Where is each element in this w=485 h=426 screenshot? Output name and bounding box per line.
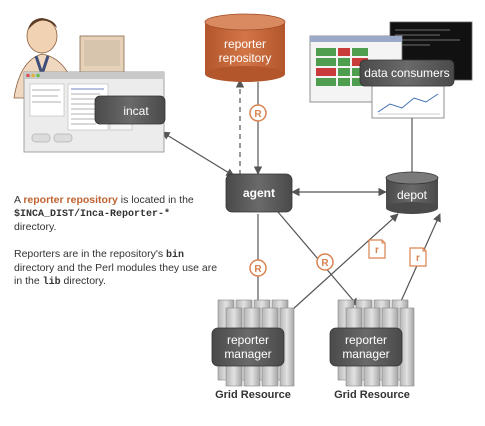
depot-label: depot (397, 188, 428, 202)
data-consumers-node (359, 59, 455, 87)
repository-location-description: A reporter repository is located in the … (14, 194, 219, 234)
reporter-repository-node: reporter repository (204, 13, 286, 82)
grid-resource-2: reporter manager Grid Resource (329, 299, 415, 401)
repository-label-line1: reporter (224, 37, 266, 51)
desc-p2-code2: lib (42, 277, 61, 288)
reporter-manager-1-node (211, 327, 285, 367)
report-badges: r r (368, 239, 427, 267)
connectors (161, 79, 441, 311)
agent-to-incat-arrow (161, 131, 235, 177)
reporter-badge-text: R (321, 258, 329, 269)
report-badge-text: r (416, 253, 420, 264)
reporter-badges: R R R (249, 104, 334, 277)
incat-label: incat (123, 104, 149, 118)
desc-p1-code: $INCA_DIST/Inca-Reporter-* (14, 209, 171, 220)
incat-node (94, 95, 166, 125)
manager1-label-line2: manager (224, 347, 271, 361)
desc-p1-prefix: A (14, 194, 24, 206)
report-doc-icon (368, 239, 386, 259)
report-doc-icon (409, 247, 427, 267)
manager1-to-depot-arrow (291, 213, 399, 311)
grid-resource-1: reporter manager Grid Resource (211, 299, 295, 401)
desc-p2-code1: bin (166, 250, 185, 261)
grid-resource-1-label: Grid Resource (215, 389, 291, 401)
reporter-modules-description: Reporters are in the repository's bin di… (14, 248, 219, 289)
agent-node: agent (225, 173, 293, 213)
reporter-manager-2-node (329, 327, 403, 367)
reporter-badge-text: R (254, 264, 262, 275)
desc-p1-mid: is located in the (117, 194, 194, 206)
repository-label-line2: repository (219, 51, 272, 65)
desc-p2-c: directory. (60, 275, 106, 287)
reporter-badge-agent-manager2 (316, 253, 334, 271)
desc-p2-b: directory and the Perl modules they use … (14, 262, 218, 287)
report-badge-text: r (375, 245, 379, 256)
desc-p2-a: Reporters are in the repository's (14, 248, 166, 260)
grid-resource-2-label: Grid Resource (334, 389, 410, 401)
incat-window: incat (23, 71, 166, 153)
reporter-badge-text: R (254, 109, 262, 120)
data-consumers-label: data consumers (364, 66, 449, 80)
manager2-label-line2: manager (342, 347, 389, 361)
agent-label: agent (243, 186, 275, 200)
data-consumers-screens: data consumers (309, 21, 473, 119)
reporter-badge-repo-agent (249, 104, 267, 122)
manager2-label-line1: reporter (345, 333, 387, 347)
desc-p1-highlight: reporter repository (23, 194, 118, 206)
desc-p1-suffix: directory. (14, 221, 57, 233)
reporter-badge-agent-manager1 (249, 259, 267, 277)
manager1-label-line1: reporter (227, 333, 269, 347)
depot-node: depot (385, 171, 439, 214)
